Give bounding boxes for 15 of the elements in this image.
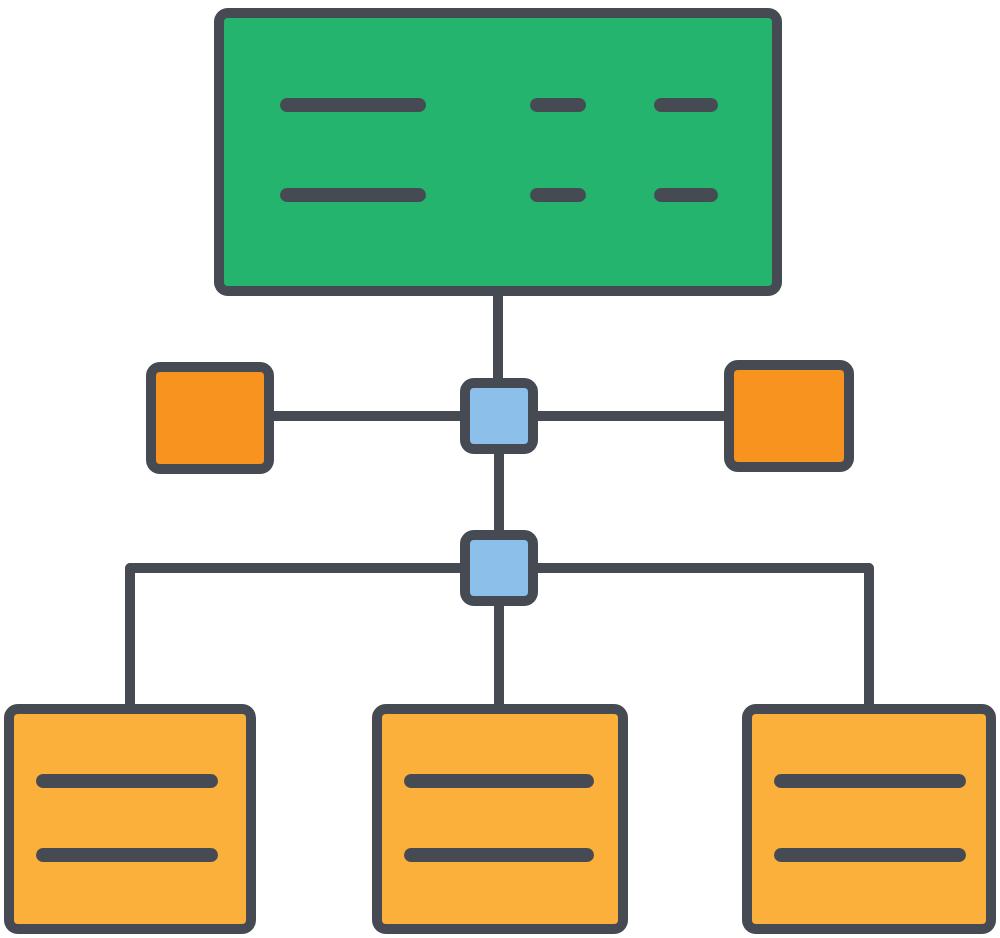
child-box: [4, 704, 256, 934]
connector-line: [493, 296, 503, 378]
connector-line: [125, 563, 460, 704]
connector-line: [538, 563, 874, 704]
side-box: [724, 360, 854, 472]
connector-line: [494, 606, 504, 704]
side-box: [146, 362, 274, 474]
child-box: [742, 704, 996, 934]
child-box: [372, 704, 628, 934]
junction-square: [460, 378, 538, 454]
connector-line: [538, 411, 724, 421]
junction-square: [460, 530, 538, 606]
header-box: [214, 8, 782, 296]
connector-line: [494, 454, 504, 530]
connector-line: [274, 411, 460, 421]
